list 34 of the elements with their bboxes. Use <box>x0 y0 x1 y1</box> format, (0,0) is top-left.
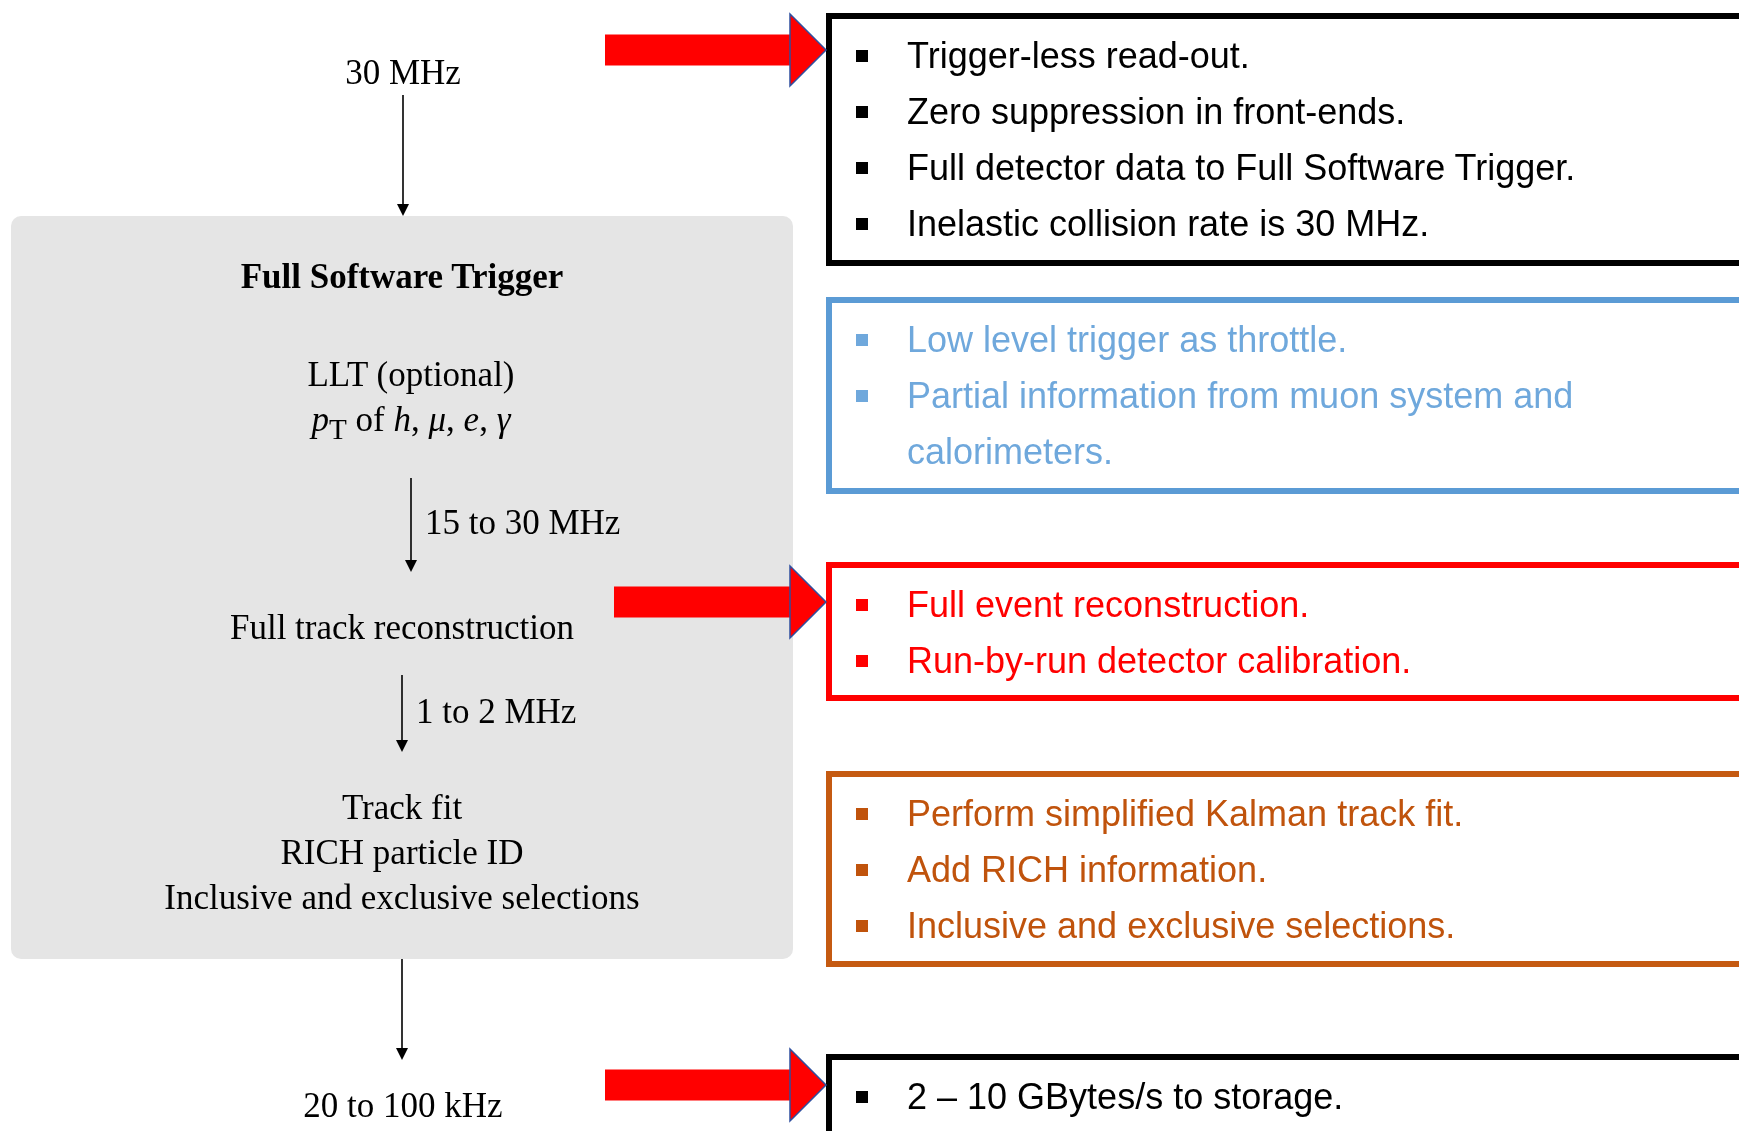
step-text: 30 MHz <box>344 52 462 94</box>
step-text: Track fit <box>340 787 464 829</box>
bullet-box <box>826 297 1739 494</box>
bullet-box <box>826 13 1739 266</box>
step-text: LLT (optional) <box>306 354 516 396</box>
bullet-item: Perform simplified Kalman track fit. <box>832 786 1712 842</box>
panel-title: Full Software Trigger <box>239 256 565 298</box>
step-text: 20 to 100 kHz <box>302 1085 504 1127</box>
bullet-item: Low level trigger as throttle. <box>832 312 1592 368</box>
step-text: Inclusive and exclusive selections <box>163 877 641 919</box>
arrow <box>396 958 408 1060</box>
step-text: p$_{T}$ of h, μ, e, γ <box>308 399 513 447</box>
step-text: Full track reconstruction <box>228 607 576 649</box>
arrow <box>614 565 827 639</box>
trigger-panel <box>11 216 793 959</box>
arrow <box>605 13 827 87</box>
bullet-item: Trigger-less read-out. <box>832 28 1712 84</box>
arrow <box>397 94 409 216</box>
bullet-item: Zero suppression in front-ends. <box>832 84 1712 140</box>
arrow <box>605 1048 827 1122</box>
bullet-box <box>826 1054 1739 1131</box>
bullet-item: Add RICH information. <box>832 842 1712 898</box>
bullet-box <box>826 771 1739 967</box>
bullet-box <box>826 562 1739 701</box>
arrow <box>396 674 408 752</box>
bullet-item: Full detector data to Full Software Trigger. <box>832 140 1712 196</box>
arrow <box>405 477 417 572</box>
bullet-item: Run-by-run detector calibration. <box>832 633 1712 689</box>
bullet-item: Inclusive and exclusive selections. <box>832 898 1712 954</box>
bullet-item: Full event reconstruction. <box>832 577 1712 633</box>
bullet-item: Inelastic collision rate is 30 MHz. <box>832 196 1712 252</box>
bullet-item: 2 – 10 GBytes/s to storage. <box>832 1069 1712 1125</box>
step-text: RICH particle ID <box>279 832 525 874</box>
bullet-item: Partial information from muon system and calorimeters. <box>832 368 1592 480</box>
